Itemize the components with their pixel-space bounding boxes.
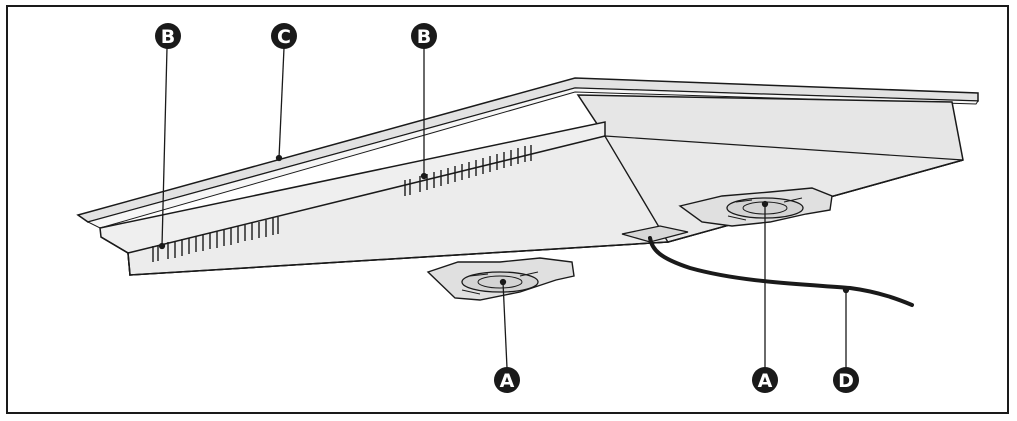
callout-c-label: C xyxy=(277,26,291,48)
callout-a-left-label: A xyxy=(500,370,515,392)
callout-d-label: D xyxy=(838,370,854,392)
callout-b-left-label: B xyxy=(161,26,175,48)
ventilation-slots-left xyxy=(152,217,279,262)
callout-b-left: B xyxy=(155,23,181,49)
ventilation-slots-middle xyxy=(404,145,532,196)
callout-a-right-label: A xyxy=(758,370,773,392)
cable-entry-plate xyxy=(621,225,689,243)
callout-b-mid: B xyxy=(411,23,437,49)
callout-d: D xyxy=(833,367,859,393)
callout-c: C xyxy=(271,23,297,49)
callout-a-left: A xyxy=(494,367,520,393)
callout-b-mid-label: B xyxy=(417,26,431,48)
leader-lines xyxy=(158,47,850,369)
fan-housing-right xyxy=(678,187,833,227)
power-cable xyxy=(648,236,914,307)
fan-housing-left xyxy=(426,257,575,301)
diagram-frame xyxy=(6,5,1009,414)
callout-a-right: A xyxy=(752,367,778,393)
